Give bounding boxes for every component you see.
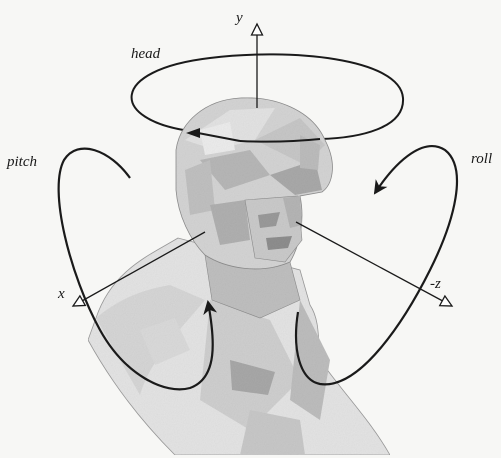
bust-figure — [88, 98, 390, 455]
y-axis-label: y — [234, 10, 243, 26]
z-axis-line — [296, 222, 452, 306]
roll-label: roll — [471, 151, 492, 167]
pitch-label: pitch — [6, 154, 37, 170]
z-axis-label: -z — [430, 276, 441, 292]
head-label: head — [131, 46, 161, 62]
x-axis-label: x — [57, 286, 65, 302]
